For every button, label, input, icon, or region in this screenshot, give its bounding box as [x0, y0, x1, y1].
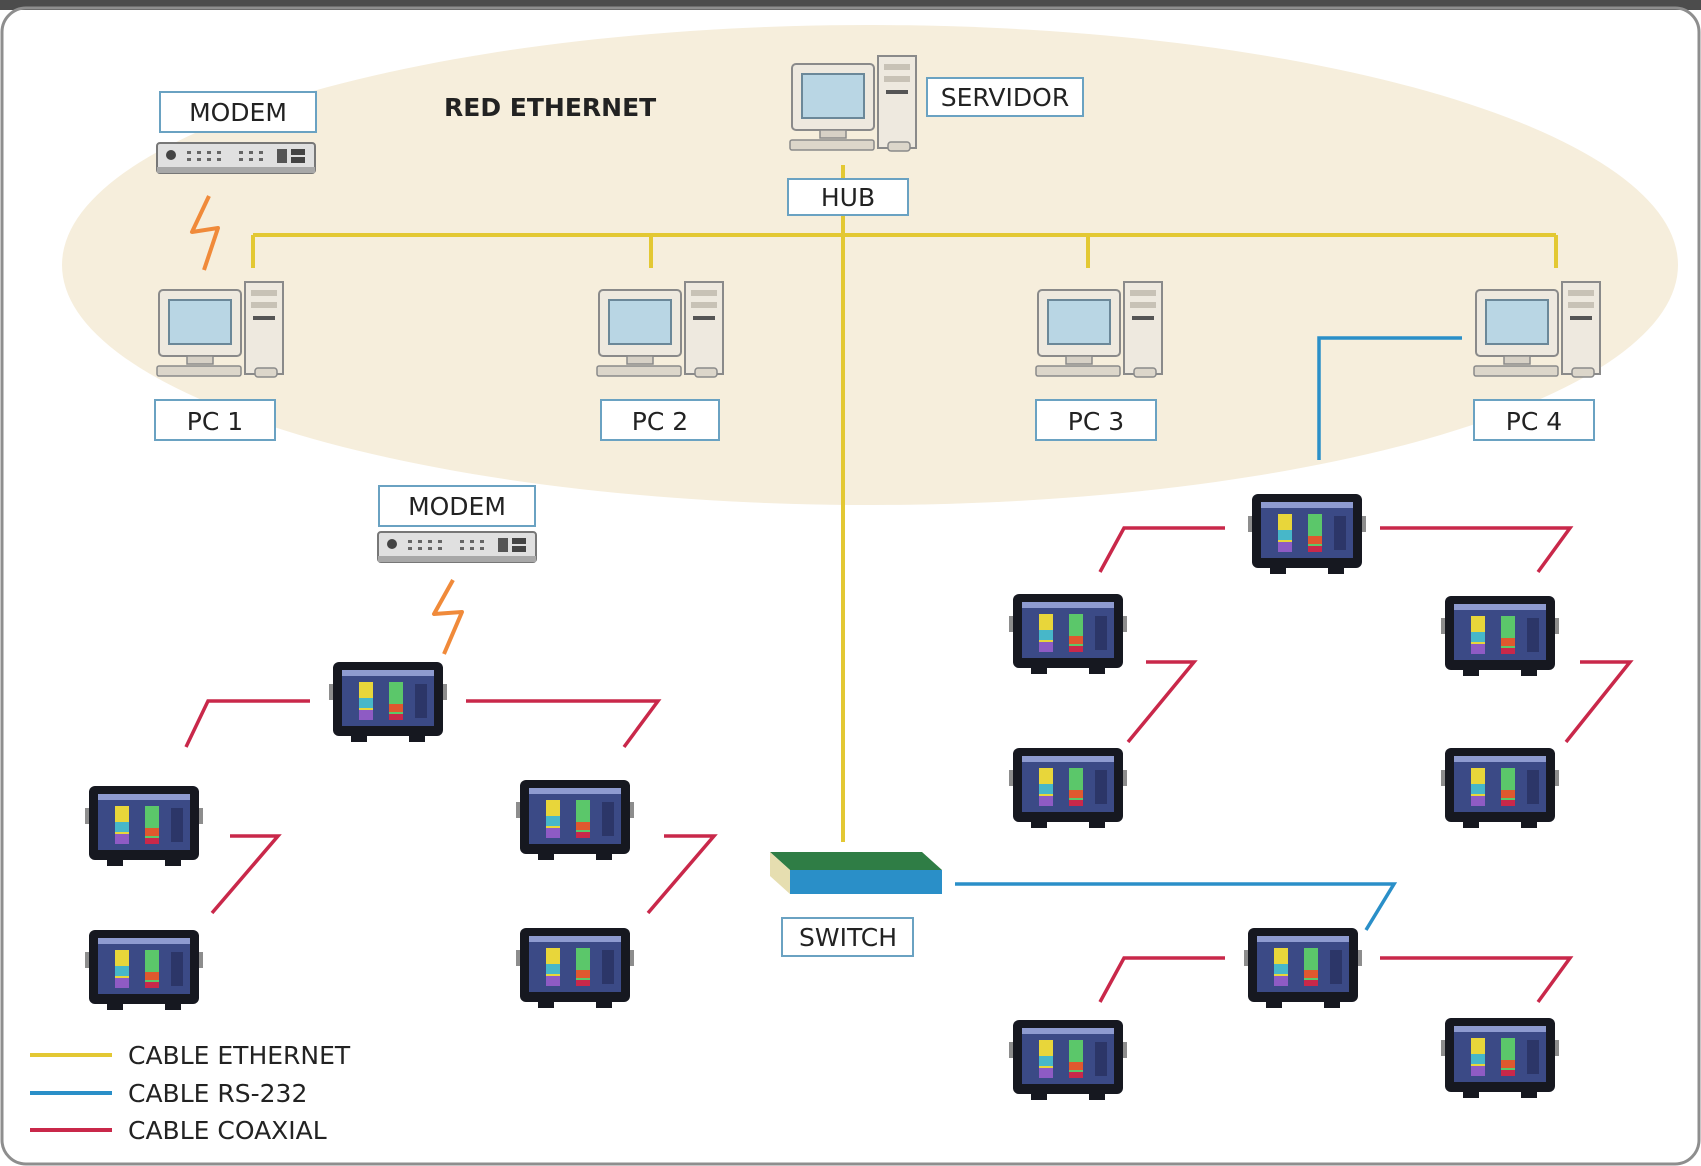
- modem-mid-icon: [377, 531, 537, 563]
- network-title: RED ETHERNET: [444, 93, 656, 122]
- touch-panel-icon: [1009, 748, 1127, 828]
- touch-panel-icon: [1009, 1020, 1127, 1100]
- pc1-label-box: [154, 399, 276, 441]
- servidor-label-box: [926, 77, 1084, 117]
- ethernet-zone: [62, 25, 1678, 505]
- ethernet-cables: [251, 165, 1558, 842]
- frame-border: [0, 6, 1701, 1166]
- modem-top-label-box: [159, 91, 317, 133]
- touch-panel-icon: [1248, 494, 1366, 574]
- touch-panel-icon: [1441, 1018, 1559, 1098]
- touch-panel-icon: [85, 786, 203, 866]
- touch-panel-icon: [1441, 596, 1559, 676]
- touch-panel-icon: [329, 662, 447, 742]
- pc4-label: PC 4: [1506, 407, 1562, 436]
- top-bar: [0, 0, 1701, 10]
- legend: CABLE ETHERNET CABLE RS-232 CABLE COAXIA…: [30, 1041, 351, 1145]
- legend-label-coaxial: CABLE COAXIAL: [128, 1116, 327, 1145]
- modem-top-icon: [156, 142, 316, 174]
- modem-mid-label-box: [378, 485, 536, 527]
- hub-label-box: [787, 178, 909, 216]
- pc3-label: PC 3: [1068, 407, 1124, 436]
- modem-mid-label: MODEM: [408, 492, 506, 521]
- rs232-cables: [955, 336, 1462, 931]
- pc2-label: PC 2: [632, 407, 688, 436]
- modem-top-label: MODEM: [189, 98, 287, 127]
- touch-panel-icon: [516, 928, 634, 1008]
- touch-panel-icon: [85, 930, 203, 1010]
- legend-label-rs232: CABLE RS-232: [128, 1079, 307, 1108]
- switch-label-box: [781, 917, 914, 957]
- legend-label-ethernet: CABLE ETHERNET: [128, 1041, 351, 1070]
- coaxial-cables: [184, 526, 1634, 1004]
- switch-icon: [770, 852, 942, 894]
- touch-panel-icon: [1441, 748, 1559, 828]
- pc2-label-box: [600, 399, 720, 441]
- switch-label: SWITCH: [799, 923, 897, 952]
- pc3-label-box: [1035, 399, 1157, 441]
- pc4-label-box: [1473, 399, 1595, 441]
- hub-label: HUB: [821, 183, 875, 212]
- touch-panel-icon: [1244, 928, 1362, 1008]
- pc1-label: PC 1: [187, 407, 243, 436]
- servidor-label: SERVIDOR: [941, 83, 1069, 112]
- wireless-link-icon: [190, 195, 464, 655]
- touch-panel-icon: [516, 780, 634, 860]
- touch-panel-icon: [1009, 594, 1127, 674]
